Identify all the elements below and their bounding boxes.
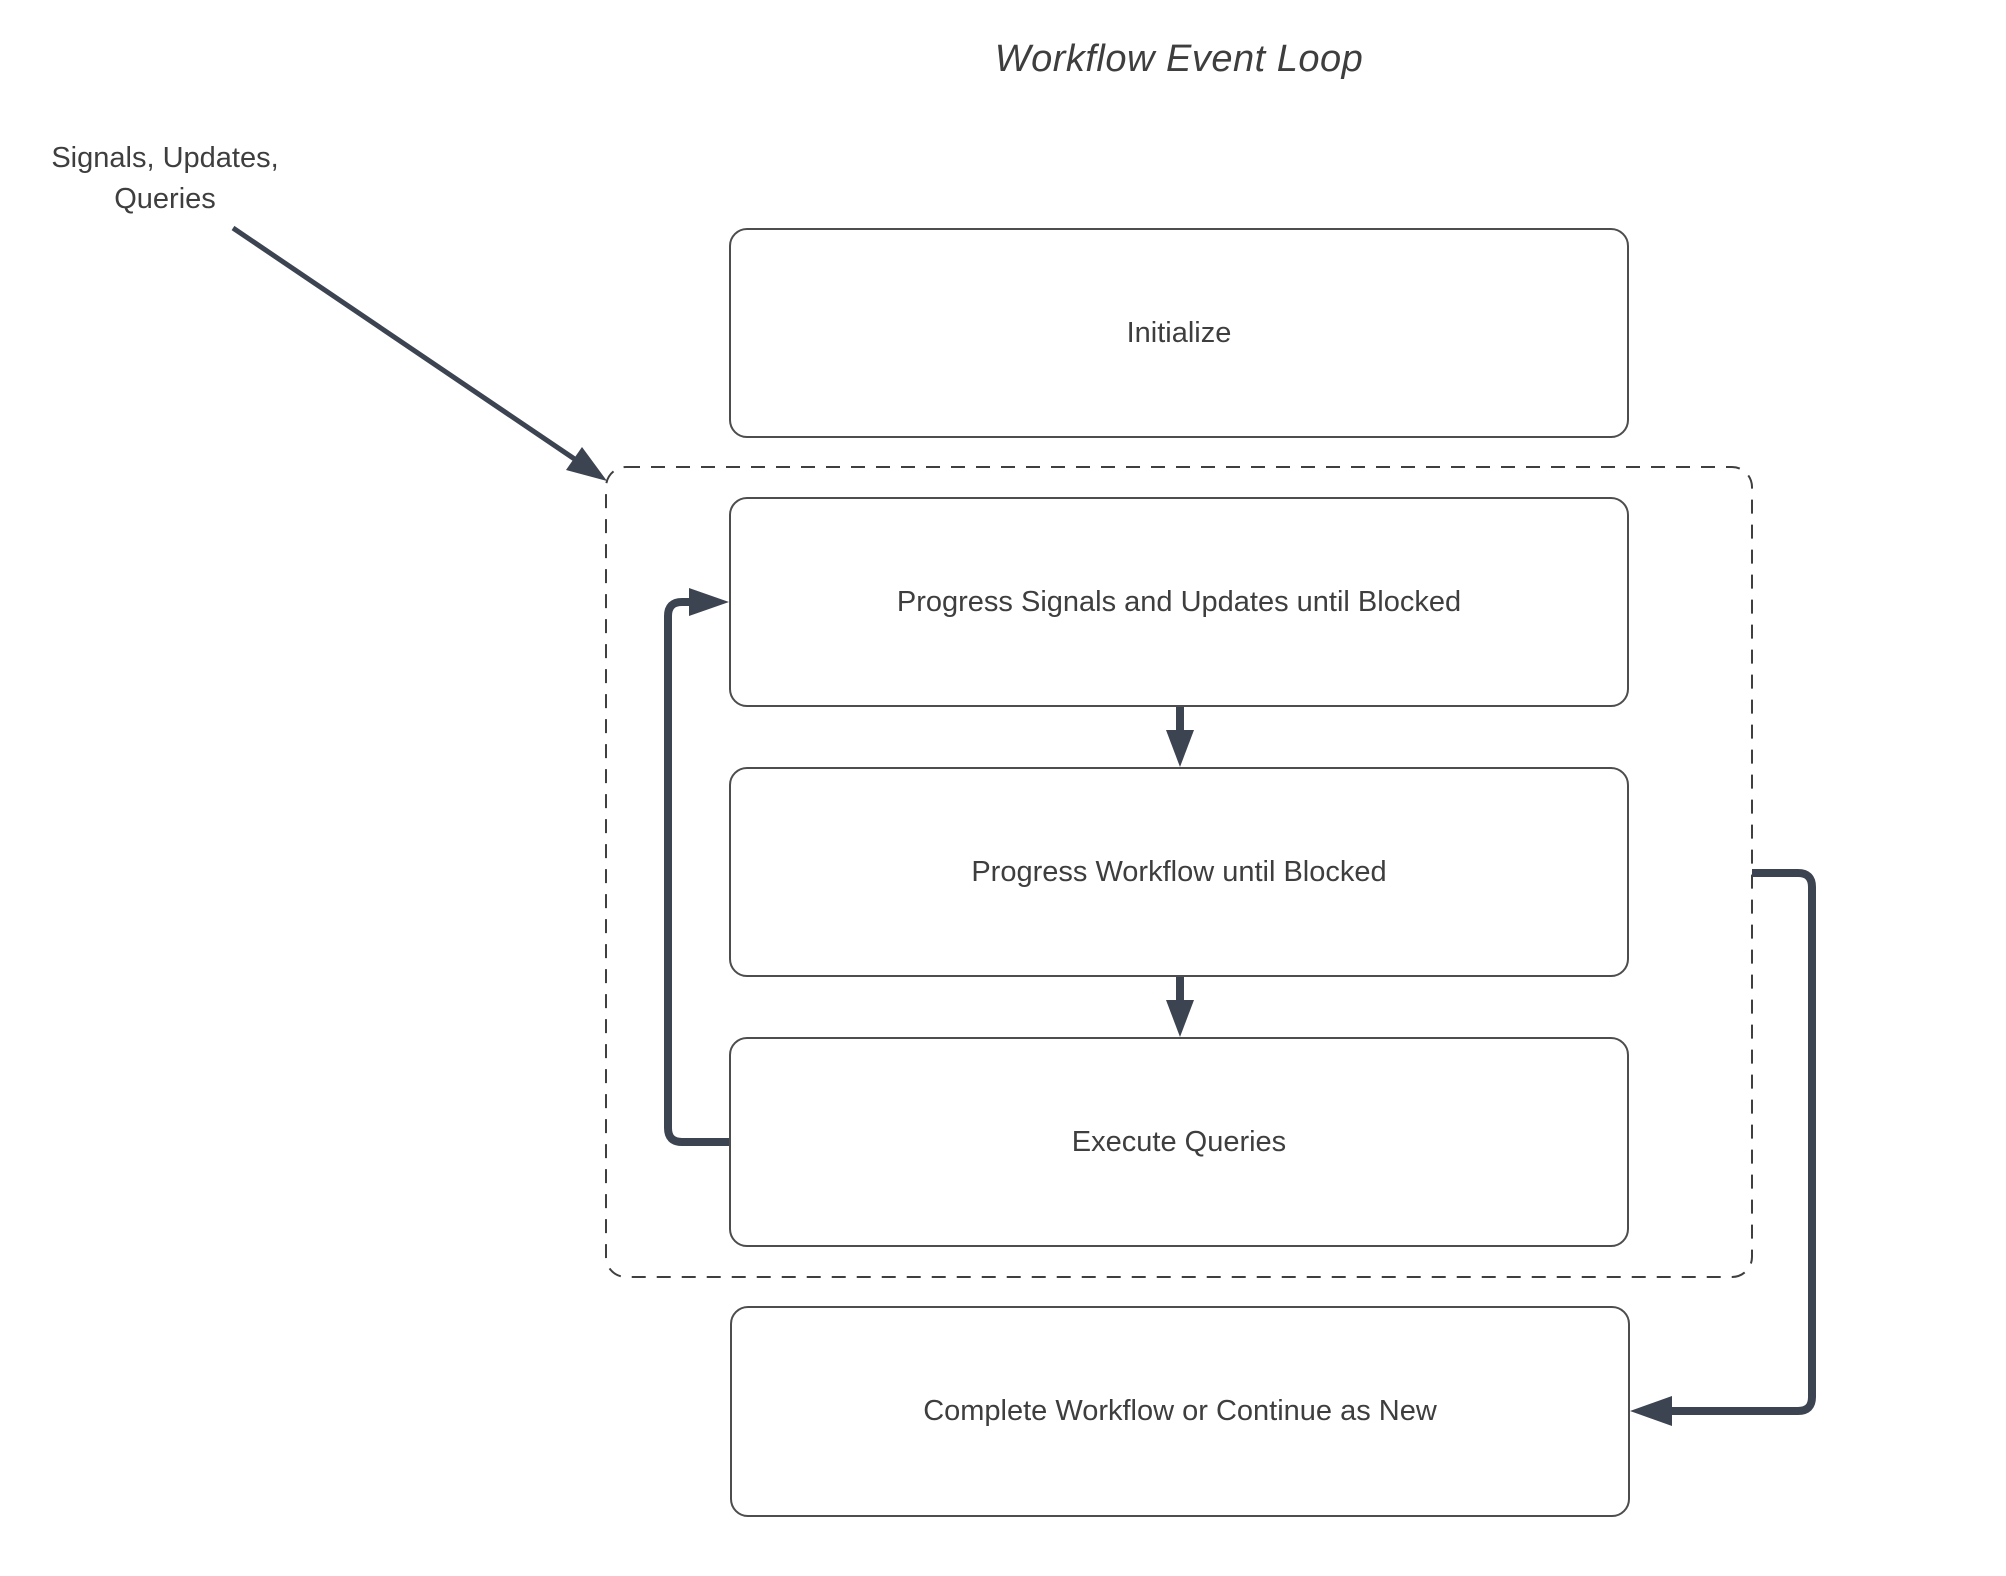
diagram-title: Workflow Event Loop — [994, 38, 1364, 80]
node-progress-signals-updates: Progress Signals and Updates until Block… — [729, 497, 1629, 707]
exit-loop-arrow-line — [1672, 869, 1816, 1415]
exit-loop-arrowhead-icon — [1630, 1396, 1672, 1426]
arrow-signals-to-workflow — [1166, 707, 1194, 767]
arrow-workflow-to-queries — [1166, 977, 1194, 1037]
loop-back-arrowhead-icon — [689, 588, 729, 616]
signals-input-arrow-line — [231, 225, 578, 463]
signals-input-arrow — [231, 225, 607, 481]
arrow-signals-to-workflow-head-icon — [1166, 730, 1194, 767]
external-inputs-label-line2: Queries — [114, 183, 216, 215]
signals-input-arrowhead-icon — [566, 447, 607, 481]
node-complete-workflow: Complete Workflow or Continue as New — [730, 1306, 1630, 1517]
node-initialize: Initialize — [729, 228, 1629, 438]
node-progress-workflow: Progress Workflow until Blocked — [729, 767, 1629, 977]
external-inputs-label-line1: Signals, Updates, — [51, 142, 279, 174]
node-execute-queries-label: Execute Queries — [1071, 1125, 1287, 1158]
loop-back-arrow-line — [664, 598, 729, 1146]
arrow-workflow-to-queries-head-icon — [1166, 1000, 1194, 1037]
node-execute-queries: Execute Queries — [729, 1037, 1629, 1247]
node-initialize-label: Initialize — [1126, 316, 1232, 349]
node-progress-signals-updates-label: Progress Signals and Updates until Block… — [896, 585, 1462, 618]
exit-loop-arrow — [1630, 869, 1816, 1426]
external-inputs-label: Signals, Updates, Queries — [0, 138, 330, 220]
node-complete-workflow-label: Complete Workflow or Continue as New — [923, 1395, 1437, 1427]
loop-back-arrow — [664, 588, 729, 1146]
node-progress-workflow-label: Progress Workflow until Blocked — [971, 855, 1387, 888]
